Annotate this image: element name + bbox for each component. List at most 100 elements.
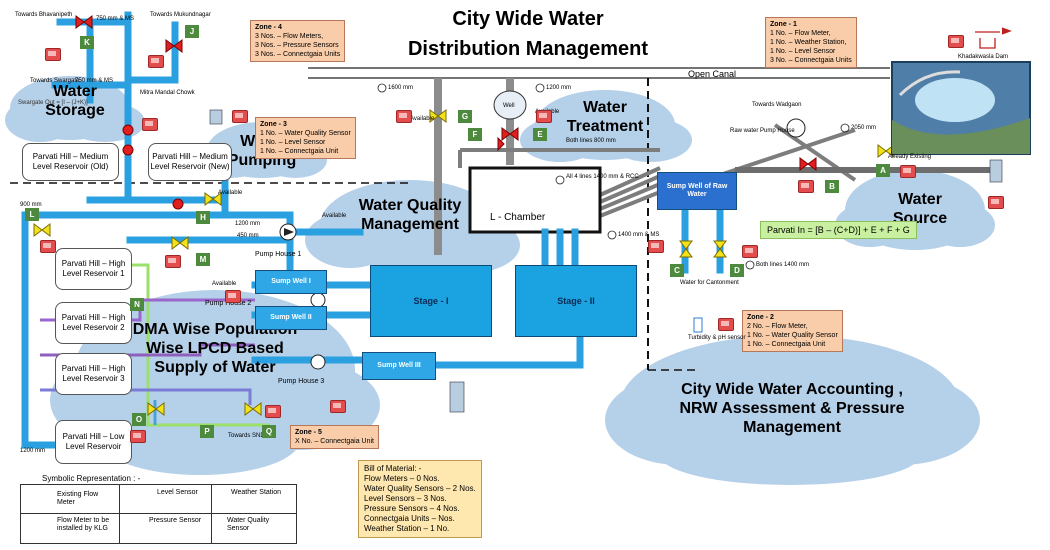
pump-house-1: Pump House 1 xyxy=(255,251,302,258)
bill-of-material: Bill of Material: - Flow Meters – 0 Nos.… xyxy=(358,460,482,538)
connectgaia-unit-icon xyxy=(40,240,56,253)
page-title-line1: City Wide Water xyxy=(452,8,604,30)
zone3-box: Zone - 3 1 No. – Water Quality Sensor 1 … xyxy=(255,117,356,159)
page-title-line2: Distribution Management xyxy=(407,38,648,60)
dia-1200c: 1200 mm xyxy=(546,85,572,91)
dia-900: 900 mm xyxy=(20,202,42,208)
zone3-title: Zone - 3 xyxy=(260,121,287,128)
already-existing: Already Existing xyxy=(888,154,932,160)
available-label: Available xyxy=(212,281,237,287)
marker-j: J xyxy=(185,25,199,38)
marker-c: C xyxy=(670,264,684,277)
zone2-box: Zone - 2 2 No. – Flow Meter, 1 No. – Wat… xyxy=(742,310,843,352)
zone4-line: 3 Nos. – Connectgaia Units xyxy=(255,51,341,58)
marker-k: K xyxy=(80,36,94,49)
reservoir-pv-new: Parvati Hill – Medium Level Reservoir (N… xyxy=(148,143,232,181)
bom-line: Pressure Sensors – 4 Nos. xyxy=(364,504,460,513)
marker-d: D xyxy=(730,264,744,277)
legend-weather-station: Weather Station xyxy=(231,489,282,496)
marker-h: H xyxy=(196,211,210,224)
turbidity-sensor: Turbidity & pH sensor xyxy=(688,335,746,341)
connectgaia-unit-icon xyxy=(330,400,346,413)
reservoir-hl2: Parvati Hill – High Level Reservoir 2 xyxy=(55,302,132,344)
zone1-line: 1 No. – Level Sensor xyxy=(770,48,836,55)
sump-well-1: Sump Well I xyxy=(255,270,327,294)
available-label: Available xyxy=(410,116,435,122)
towards-wadgaon: Towards Wadgaon xyxy=(752,102,802,108)
zone5-line: X No. – Connectgaia Unit xyxy=(295,438,374,445)
zone2-title: Zone - 2 xyxy=(747,314,774,321)
marker-q: Q xyxy=(262,425,276,438)
zone4-box: Zone - 4 3 Nos. – Flow Meters, 3 Nos. – … xyxy=(250,20,346,62)
pump-house-2: Pump House 2 xyxy=(205,300,252,307)
connectgaia-unit-icon xyxy=(718,318,734,331)
legend-wq-sensor: Water Quality Sensor xyxy=(227,517,270,532)
raw-water-pump: Raw water Pump House xyxy=(730,128,795,134)
marker-n: N xyxy=(130,298,144,311)
zone1-line: 3 No. – Connectgaia Units xyxy=(770,57,852,64)
connectgaia-unit-icon xyxy=(798,180,814,193)
towards-bhavanipeth: Towards Bhavanipeth xyxy=(15,12,73,18)
open-canal-label: Open Canal xyxy=(688,69,737,79)
reservoir-hl3: Parvati Hill – High Level Reservoir 3 xyxy=(55,353,132,395)
pump-house-3: Pump House 3 xyxy=(278,378,325,385)
connectgaia-unit-icon xyxy=(265,405,281,418)
connectgaia-unit-icon xyxy=(396,110,412,123)
zone2-line: 2 No. – Flow Meter, xyxy=(747,323,808,330)
sump-well-2: Sump Well II xyxy=(255,306,327,330)
zone1-title: Zone - 1 xyxy=(770,21,797,28)
reservoir-hl1: Parvati Hill – High Level Reservoir 1 xyxy=(55,248,132,290)
connectgaia-unit-icon xyxy=(948,35,964,48)
cloud-accounting: City Wide Water Accounting , NRW Assessm… xyxy=(679,381,905,436)
dia-1200: 1200 mm xyxy=(235,221,261,227)
zone1-line: 1 No. – Weather Station, xyxy=(770,39,847,46)
zone1-box: Zone - 1 1 No. – Flow Meter, 1 No. – Wea… xyxy=(765,17,857,68)
connectgaia-unit-icon xyxy=(536,110,552,123)
zone5-box: Zone - 5 X No. – Connectgaia Unit xyxy=(290,425,379,449)
tank-stage1: Stage - I xyxy=(370,265,492,337)
connectgaia-unit-icon xyxy=(165,255,181,268)
zone4-line: 3 Nos. – Flow Meters, xyxy=(255,33,324,40)
bom-line: Water Quality Sensors – 2 Nos. xyxy=(364,484,476,493)
swargate-out: Swargate Out = [I – (J+K)] xyxy=(18,100,88,106)
marker-p: P xyxy=(200,425,214,438)
connectgaia-unit-icon xyxy=(225,290,241,303)
marker-e: E xyxy=(533,128,547,141)
connectgaia-unit-icon xyxy=(742,245,758,258)
dia-1200b: 1200 mm xyxy=(20,448,46,454)
zone3-line: 1 No. – Connectgaia Unit xyxy=(260,148,339,155)
lchamber-label: L - Chamber xyxy=(490,212,546,223)
khadakwasla-dam: Khadakwasla Dam xyxy=(958,54,1009,60)
cloud-water-treatment: Water Treatment xyxy=(566,99,644,135)
connectgaia-unit-icon xyxy=(130,430,146,443)
towards-sndt: Towards SNDT xyxy=(228,433,269,439)
tank-stage2: Stage - II xyxy=(515,265,637,337)
bom-line: Weather Station – 1 No. xyxy=(364,524,450,533)
all-4-lines: All 4 lines 1400 mm & RCC xyxy=(566,174,639,180)
parvati-in-formula: Parvati In = [B – (C+D)] + E + F + G xyxy=(760,221,917,239)
zone3-line: 1 No. – Water Quality Sensor xyxy=(260,130,351,137)
dam-image xyxy=(891,61,1031,155)
towards-mukundnagar: Towards Mukundnagar xyxy=(150,12,211,18)
available-label: Available xyxy=(218,190,243,196)
connectgaia-unit-icon xyxy=(142,118,158,131)
bom-title: Bill of Material: - xyxy=(364,464,422,473)
dia-450: 450 mm xyxy=(237,233,259,239)
zone5-title: Zone - 5 xyxy=(295,429,322,436)
connectgaia-unit-icon xyxy=(648,240,664,253)
bom-line: Connectgaia Units – Nos. xyxy=(364,514,455,523)
marker-m: M xyxy=(196,253,210,266)
available-label: Available xyxy=(322,213,347,219)
dia-750: 750 mm & MS xyxy=(96,16,135,22)
cloud-water-quality: Water Quality Management xyxy=(358,197,462,233)
legend-level-sensor: Level Sensor xyxy=(157,489,198,496)
marker-f: F xyxy=(468,128,482,141)
towards-swargate: Towards Swargate xyxy=(30,78,80,84)
sump-well-3: Sump Well III xyxy=(362,352,436,380)
both-lines: Both lines 800 mm xyxy=(566,138,616,144)
cloud-water-storage: Water Storage xyxy=(45,83,105,119)
cloud-dma: DMA Wise Population Wise LPCD Based Supp… xyxy=(132,321,298,376)
zone4-line: 3 Nos. – Pressure Sensors xyxy=(255,42,339,49)
legend-flow-klg: Flow Meter to be installed by KLG xyxy=(57,517,110,532)
dia-1400b: Both lines 1400 mm xyxy=(756,262,810,268)
